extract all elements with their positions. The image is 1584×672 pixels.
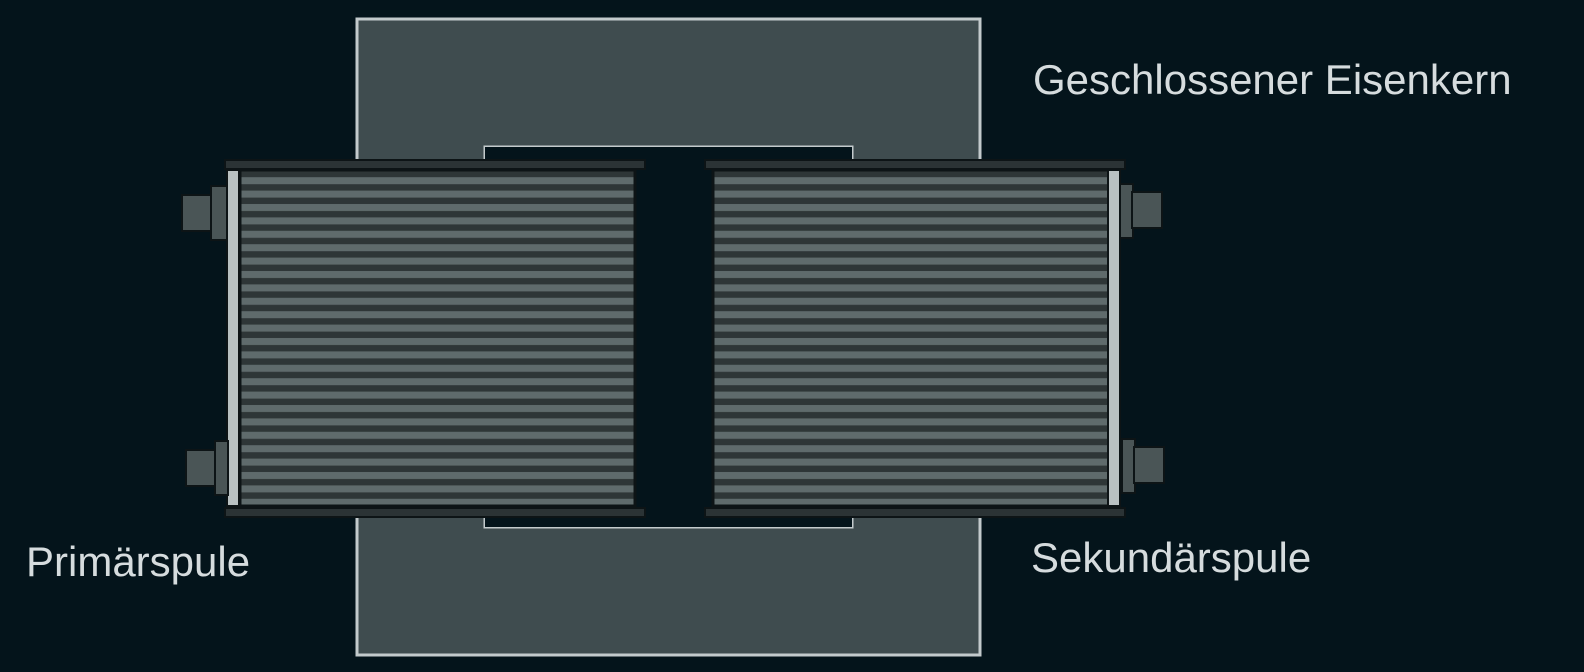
secondary-coil-label: Sekundärspule bbox=[1031, 534, 1312, 581]
core-label: Geschlossener Eisenkern bbox=[1033, 56, 1512, 103]
secondary-coil-end-plate bbox=[1107, 169, 1121, 507]
primary-coil-bottom-flange bbox=[224, 507, 646, 518]
primary-coil bbox=[181, 159, 646, 518]
secondary-coil-top-flange bbox=[704, 159, 1126, 170]
primary-coil-windings bbox=[238, 168, 637, 508]
primary-terminal-bottom bbox=[185, 449, 217, 487]
secondary-coil-bottom-flange bbox=[704, 507, 1126, 518]
primary-terminal-top bbox=[181, 194, 213, 232]
secondary-coil-windings bbox=[711, 168, 1112, 508]
secondary-terminal-bottom bbox=[1133, 446, 1165, 484]
primary-terminal-top-collar bbox=[210, 185, 228, 241]
primary-coil-label: Primärspule bbox=[26, 538, 251, 585]
secondary-coil bbox=[704, 159, 1165, 518]
secondary-terminal-top bbox=[1131, 191, 1163, 229]
primary-terminal-bottom-collar bbox=[214, 440, 229, 496]
primary-coil-top-flange bbox=[224, 159, 646, 170]
primary-coil-end-plate bbox=[226, 169, 240, 507]
